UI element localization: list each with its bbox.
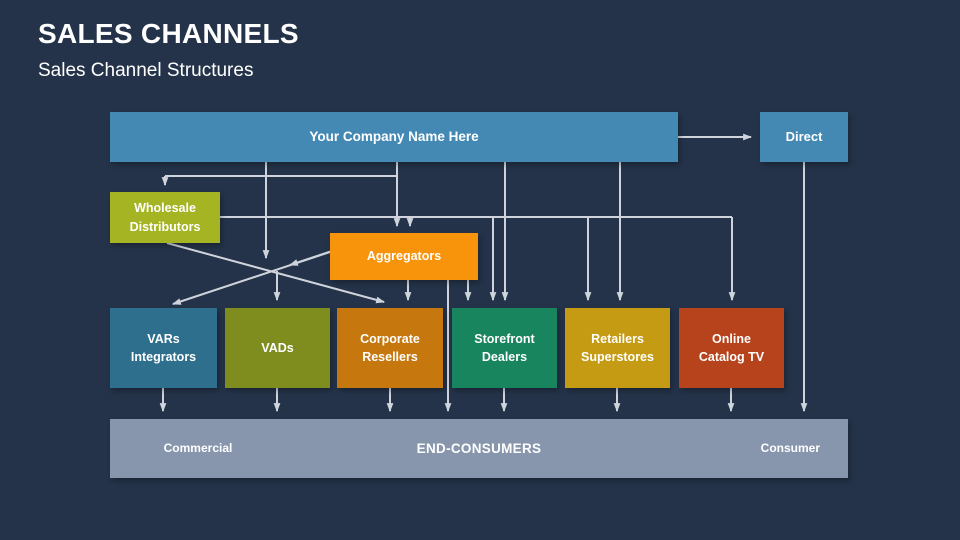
end-consumers-consumer-label: Consumer xyxy=(760,440,820,455)
page-title: SALES CHANNELS xyxy=(38,18,299,49)
end-consumers-title: END-CONSUMERS xyxy=(416,440,542,456)
node-wholesale-distributors: Wholesale Distributors xyxy=(110,192,220,243)
node-direct: Direct xyxy=(760,112,848,162)
node-vars-integrators: VARs Integrators xyxy=(110,308,217,388)
node-vads: VADs xyxy=(225,308,330,388)
slide-header: SALES CHANNELS Sales Channel Structures xyxy=(38,18,299,82)
end-consumers-commercial-label: Commercial xyxy=(163,440,233,455)
node-aggregators: Aggregators xyxy=(330,233,478,280)
node-end-consumers: Commercial END-CONSUMERS Consumer xyxy=(110,419,848,478)
node-retailers-superstores: Retailers Superstores xyxy=(565,308,670,388)
node-corporate-resellers: Corporate Resellers xyxy=(337,308,443,388)
node-online-catalog-tv: Online Catalog TV xyxy=(679,308,784,388)
node-storefront-dealers: Storefront Dealers xyxy=(452,308,557,388)
page-subtitle: Sales Channel Structures xyxy=(38,60,254,81)
node-your-company: Your Company Name Here xyxy=(110,112,678,162)
